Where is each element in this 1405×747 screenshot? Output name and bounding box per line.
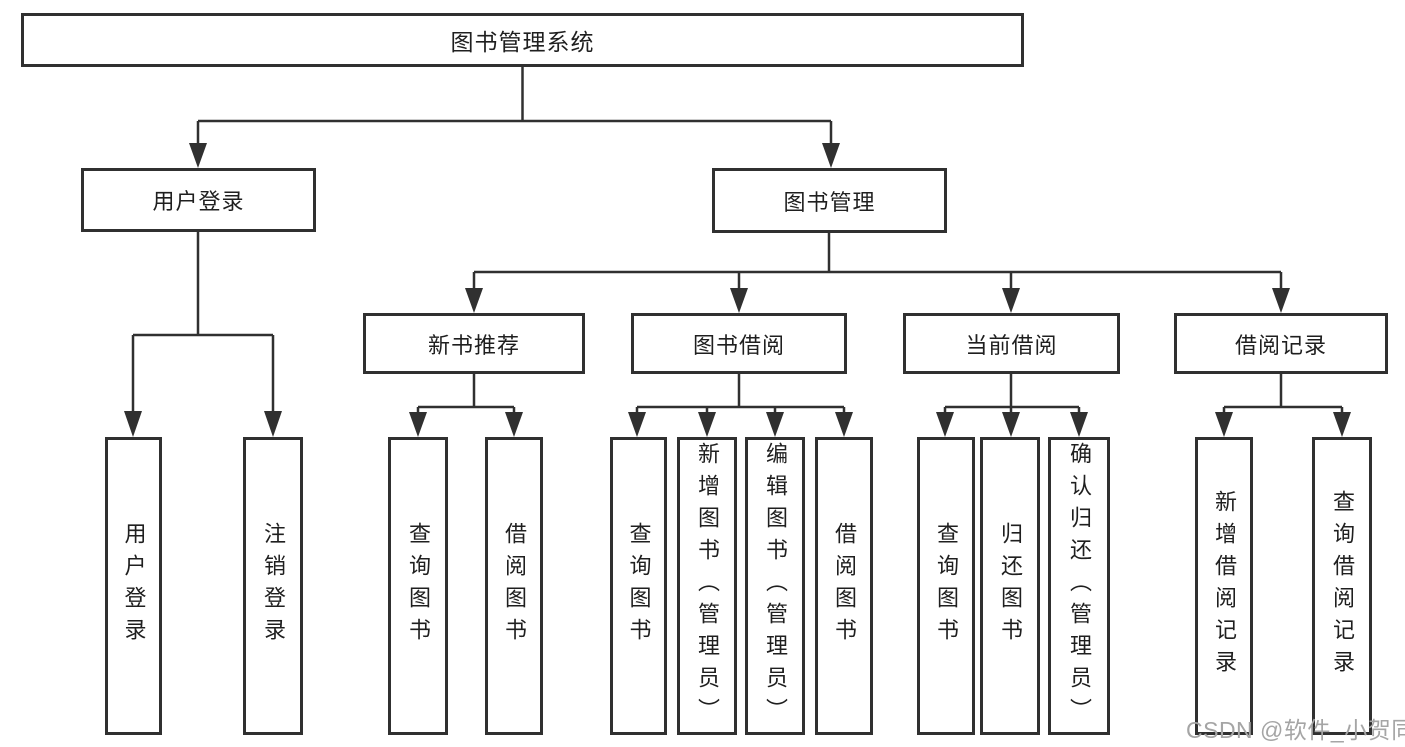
leaf-query-borrow-record: 查询借阅记录	[1312, 437, 1372, 735]
node-label: 新增借阅记录	[1212, 490, 1237, 682]
leaf-query-books-recommend: 查询图书	[388, 437, 448, 735]
leaf-query-books-current: 查询图书	[917, 437, 975, 735]
node-user-login: 用户登录	[81, 168, 316, 232]
node-label: 确认归还（管理员）	[1067, 442, 1092, 730]
node-label: 归还图书	[998, 522, 1023, 650]
node-label: 编辑图书（管理员）	[763, 442, 788, 730]
leaf-edit-books-admin: 编辑图书（管理员）	[745, 437, 805, 735]
node-current-borrowing: 当前借阅	[903, 313, 1120, 374]
node-label: 新书推荐	[427, 332, 520, 358]
node-label: 图书借阅	[692, 332, 785, 358]
node-label: 查询图书	[626, 522, 652, 650]
node-borrowing-records: 借阅记录	[1174, 313, 1388, 374]
node-label: 当前借阅	[965, 332, 1058, 358]
node-label: 借阅图书	[502, 522, 527, 650]
node-label: 用户登录	[152, 189, 245, 214]
node-label: 注销登录	[261, 522, 286, 650]
leaf-query-books-borrow: 查询图书	[610, 437, 667, 735]
leaf-return-books: 归还图书	[980, 437, 1040, 735]
node-label: 图书管理	[783, 189, 876, 215]
arrowheads	[124, 143, 1351, 437]
leaf-user-login: 用户登录	[105, 437, 162, 735]
node-label: 借阅图书	[832, 522, 857, 650]
leaf-confirm-return-admin: 确认归还（管理员）	[1048, 437, 1110, 735]
leaf-add-books-admin: 新增图书（管理员）	[677, 437, 737, 735]
node-label: 查询图书	[934, 522, 959, 650]
node-label: 用户登录	[121, 522, 147, 650]
leaf-logout: 注销登录	[243, 437, 303, 735]
node-book-borrowing: 图书借阅	[631, 313, 847, 374]
node-new-book-recommendation: 新书推荐	[363, 313, 585, 374]
node-book-management: 图书管理	[712, 168, 947, 233]
node-label: 查询图书	[406, 522, 431, 650]
node-label: 借阅记录	[1234, 332, 1327, 358]
node-label: 图书管理系统	[450, 29, 595, 55]
node-label: 查询借阅记录	[1330, 490, 1355, 682]
node-label: 新增图书（管理员）	[695, 442, 720, 730]
watermark: CSDN @软件_小贺同学	[1186, 717, 1405, 743]
leaf-borrow-books-recommend: 借阅图书	[485, 437, 543, 735]
node-library-management-system: 图书管理系统	[21, 13, 1024, 67]
leaf-add-borrow-record: 新增借阅记录	[1195, 437, 1253, 735]
leaf-borrow-books: 借阅图书	[815, 437, 873, 735]
